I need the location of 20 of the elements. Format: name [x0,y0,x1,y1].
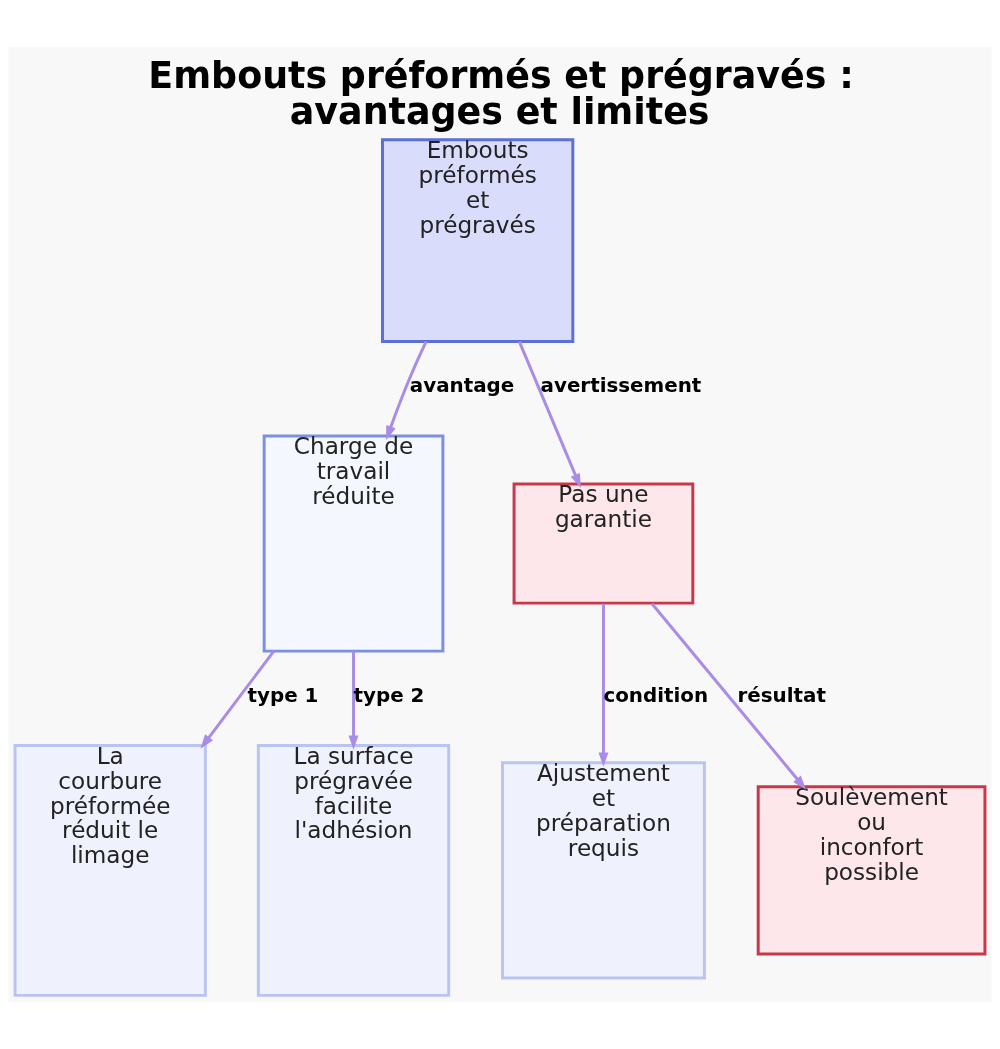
node-box: Pas une garantie [512,482,695,605]
edge-label: condition [603,683,709,707]
arrow [518,341,581,489]
arrow [650,602,807,790]
edge-label: type 1 [247,683,319,707]
arrow [386,341,428,440]
node-box: La courbure préformée réduit le limage [13,743,207,997]
edge-label: résultat [737,683,826,707]
node-box: Ajustement et préparation requis [501,761,706,980]
node-box: Embouts préformés et prégravés [381,138,575,344]
arrow [598,603,609,767]
arrow [348,651,359,750]
node-box: La surface prégravée facilite l'adhésion [256,743,451,997]
node-box: Charge de travail réduite [262,434,445,653]
edge-label: avertissement [540,374,702,398]
edge-label: type 2 [353,683,425,707]
edge-label: avantage [409,374,515,398]
diagram-title: Embouts préformés et prégravés : avantages et limites [148,53,854,134]
arrow [200,650,276,749]
node-box: Soulèvement ou inconfort possible [756,785,987,956]
